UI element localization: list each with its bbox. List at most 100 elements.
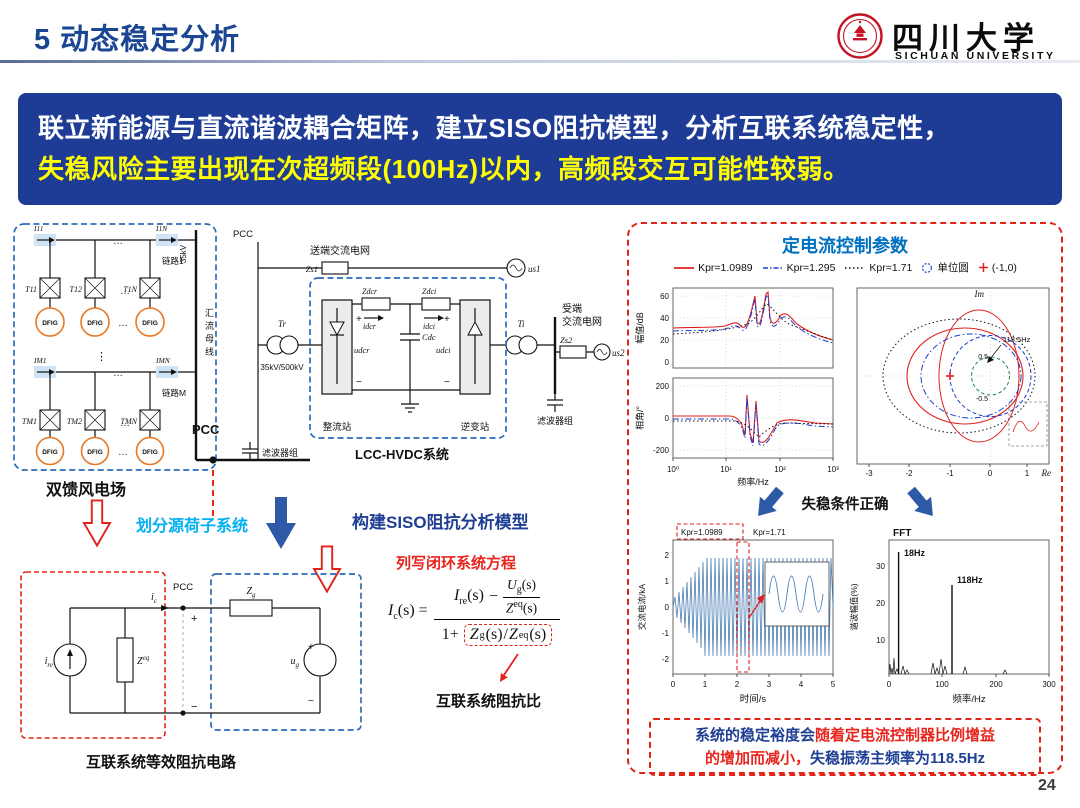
black-dotted-line-icon bbox=[845, 266, 866, 269]
bus-label-char: 母 bbox=[205, 334, 214, 344]
equation-lhs: Ic(s) = bbox=[388, 601, 428, 622]
condition-label: 失稳条件正确 bbox=[801, 496, 889, 513]
lcc-hvdc-system-label: LCC-HVDC系统 bbox=[355, 447, 449, 462]
us1-label: us1 bbox=[528, 264, 541, 274]
time-ytick: 0 bbox=[665, 603, 670, 612]
source-subsystem-box bbox=[20, 571, 166, 739]
time-xtick: 2 bbox=[735, 680, 740, 689]
phase-tick: 0 bbox=[665, 414, 670, 423]
ug-label: ug bbox=[291, 656, 300, 669]
university-name-cn: 四川大学 bbox=[892, 21, 1040, 56]
fft-ytick: 20 bbox=[876, 599, 885, 608]
hvdc-converter-section: Zdcr idcr Zdci idci Cdc + udcr − + udci … bbox=[309, 277, 507, 439]
time-ytick: 2 bbox=[665, 551, 670, 560]
dfig-label: DFIG bbox=[42, 320, 58, 327]
equivalent-circuit-caption: 互联系统等效阻抗电路 bbox=[86, 754, 237, 771]
university-name-en: SICHUAN UNIVERSITY bbox=[895, 50, 1056, 62]
time-xtick: 0 bbox=[671, 680, 676, 689]
dfig-unit bbox=[135, 436, 165, 466]
red-plus-marker-icon bbox=[978, 263, 988, 272]
fft-xtick: 200 bbox=[989, 680, 1003, 689]
sending-grid-label: 送端交流电网 bbox=[310, 244, 370, 257]
transformer-tM1-label: TM1 bbox=[22, 417, 37, 426]
dfig-unit bbox=[80, 307, 110, 337]
rectifier-label: 整流站 bbox=[323, 421, 352, 433]
dfig-unit bbox=[80, 436, 110, 466]
bode-xtick: 10¹ bbox=[720, 465, 732, 474]
red-solid-line-icon bbox=[674, 266, 695, 269]
summary-banner: 联立新能源与直流谐波耦合矩阵，建立SISO阻抗模型，分析互联系统稳定性， 失稳风… bbox=[18, 93, 1062, 205]
fft-xtick: 300 bbox=[1042, 680, 1056, 689]
pcc-dashed-dropline bbox=[212, 470, 214, 516]
transformer-t1N-label: T1N bbox=[123, 285, 137, 294]
phase-tick: -200 bbox=[653, 446, 670, 455]
mag-ylabel: 幅值/dB bbox=[634, 312, 645, 344]
grid-subsystem-box bbox=[210, 573, 362, 731]
current-i1N-label: I1N bbox=[155, 224, 168, 233]
current-iM1-label: IM1 bbox=[33, 356, 47, 365]
equivalent-circuit: ire Zeq ic PCC + − Zg + − ug bbox=[20, 571, 362, 739]
plus-sign: + bbox=[191, 613, 197, 625]
blue-dashdot-line-icon bbox=[762, 266, 783, 269]
time-ytick: -2 bbox=[662, 655, 670, 664]
fft-peak2-label: 118Hz bbox=[957, 575, 983, 585]
dfig-label: DFIG bbox=[142, 320, 158, 327]
ic-label: ic bbox=[151, 592, 158, 605]
mag-tick: 40 bbox=[660, 314, 669, 323]
plus-sign: + bbox=[444, 314, 450, 325]
phase-tick: 200 bbox=[656, 382, 670, 391]
transformer-tM2-label: TM2 bbox=[67, 417, 82, 426]
nyquist-xtick: 0 bbox=[988, 469, 993, 478]
receiving-grid-label-2: 交流电网 bbox=[562, 315, 602, 328]
header-divider bbox=[0, 60, 1080, 63]
dfig-unit bbox=[35, 436, 65, 466]
transformer-t12-label: T12 bbox=[70, 285, 82, 294]
im-axis-label: Im bbox=[974, 289, 985, 299]
wind-farm-box bbox=[13, 223, 217, 471]
filter-bank-left-label: 滤波器组 bbox=[262, 447, 298, 458]
legend-k1: Kpr=1.0989 bbox=[673, 262, 753, 274]
conclusion-box: 系统的稳定裕度会随着定电流控制器比例增益 的增加而减小，失稳振荡主频率为118.… bbox=[649, 718, 1041, 776]
panel-title: 定电流控制参数 bbox=[782, 236, 908, 256]
pcc-rail: PCC 滤波器组 LCC-HVDC系统 bbox=[192, 422, 449, 464]
banner-line1: 联立新能源与直流谐波耦合矩阵，建立SISO阻抗模型，分析互联系统稳定性， bbox=[38, 113, 951, 143]
legend-point: (-1,0) bbox=[978, 262, 1017, 274]
oscillation-frequency-note: 118.5Hz bbox=[1003, 335, 1031, 344]
phase-ylabel: 相角/° bbox=[634, 406, 645, 431]
zs1-label: Zs1 bbox=[306, 264, 318, 274]
idci-label: idci bbox=[423, 322, 435, 331]
fft-tag: FFT bbox=[893, 528, 911, 539]
down-arrow-icon bbox=[82, 499, 112, 548]
bus-label-char: 线 bbox=[205, 346, 214, 357]
time-legend2: Kpr=1.71 bbox=[753, 528, 786, 537]
legend-k2: Kpr=1.295 bbox=[762, 262, 835, 274]
fft-xtick: 0 bbox=[887, 680, 892, 689]
dashed-circle-icon bbox=[922, 262, 933, 273]
minus-sign: − bbox=[356, 377, 362, 388]
ug-over-zeq: Ug(s) Zeq(s) bbox=[502, 577, 540, 616]
transformer-t11-label: T11 bbox=[25, 285, 37, 294]
ellipsis: … bbox=[113, 236, 123, 247]
time-legend1: Kpr=1.0989 bbox=[681, 528, 723, 537]
bode-xtick: 10⁰ bbox=[667, 465, 679, 474]
nyquist-xtick: -3 bbox=[865, 469, 873, 478]
sichuan-university-seal-icon bbox=[837, 13, 883, 59]
one-plus: 1+ bbox=[441, 626, 459, 644]
time-xtick: 1 bbox=[703, 680, 708, 689]
flow-step2-label: 构建SISO阻抗分析模型 bbox=[352, 513, 529, 532]
bode-plot: 60 40 20 0 幅值/dB 200 0 -200 相角/° 10⁰ 10¹… bbox=[634, 287, 839, 487]
down-arrow-icon bbox=[312, 545, 342, 594]
equation-heading: 列写闭环系统方程 bbox=[396, 555, 517, 572]
inverter-label: 逆变站 bbox=[461, 421, 490, 433]
pcc-main-label: PCC bbox=[192, 422, 220, 437]
zeq-impedance bbox=[116, 637, 134, 683]
time-ytick: -1 bbox=[662, 629, 670, 638]
page-title: 5 动态稳定分析 bbox=[34, 24, 241, 56]
bus-label-char: 流 bbox=[205, 320, 214, 331]
vertical-ellipsis: ⋮ bbox=[96, 351, 107, 363]
impedance-ratio-label: 互联系统阻抗比 bbox=[436, 693, 542, 710]
udci-label: udci bbox=[436, 345, 451, 355]
